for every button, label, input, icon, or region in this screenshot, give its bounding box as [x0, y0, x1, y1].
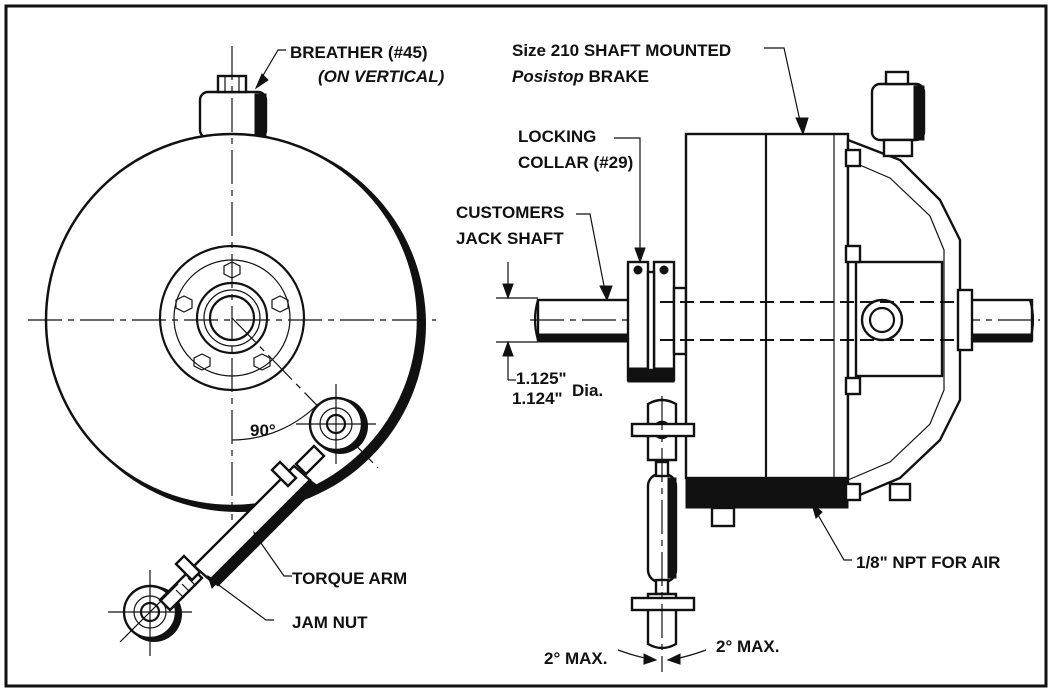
side-view: [496, 47, 1040, 672]
diameter-dimension: [496, 262, 538, 381]
collar-label-line1: LOCKING: [518, 127, 596, 146]
angle-label: 90°: [250, 421, 276, 440]
brake-housing: [660, 70, 974, 528]
brake-label-rest: BRAKE: [584, 67, 649, 86]
hub-bolt: [193, 353, 211, 371]
max-angle-right: 2° MAX.: [716, 637, 779, 656]
brake-label-italic: Posistop: [512, 67, 584, 86]
brake-label-line1: Size 210 SHAFT MOUNTED: [512, 41, 731, 60]
collar-label-line2: COLLAR (#29): [518, 153, 633, 172]
hub-bolt: [271, 295, 289, 313]
torque-arm: [108, 384, 376, 656]
breather-note: (ON VERTICAL): [318, 67, 445, 86]
shaft-label-line2: JACK SHAFT: [456, 229, 564, 248]
max-angle-left: 2° MAX.: [544, 649, 607, 668]
locking-collar: [626, 260, 688, 383]
shaft-label-line1: CUSTOMERS: [456, 203, 564, 222]
hub-bolt: [175, 295, 193, 313]
diameter-bottom: 1.124": [512, 389, 563, 408]
diameter-top: 1.125": [516, 369, 567, 388]
breather-cap: [198, 74, 268, 140]
angle-arc: [231, 403, 319, 441]
torque-arm-label: TORQUE ARM: [292, 569, 407, 588]
diameter-unit: Dia.: [572, 381, 603, 400]
front-view: 90°: [28, 46, 436, 656]
side-torque-arm: [630, 396, 696, 672]
brake-label-line2: Posistop BRAKE: [512, 67, 649, 86]
breather-label: BREATHER (#45): [290, 43, 428, 62]
air-port-label: 1/8" NPT FOR AIR: [856, 553, 1000, 572]
jam-nut-label: JAM NUT: [292, 613, 368, 632]
hub-bolt: [253, 353, 271, 371]
